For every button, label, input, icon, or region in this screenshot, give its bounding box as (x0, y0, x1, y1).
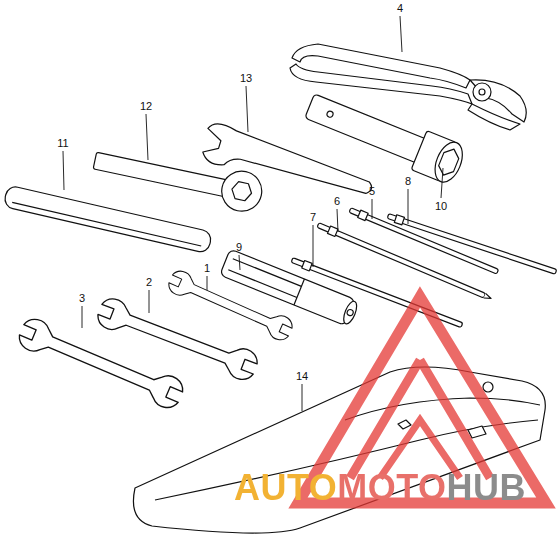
callout-number: 1 (204, 263, 210, 274)
screwdriver-handle (220, 249, 360, 327)
watermark-text: AUTOMOTOHUB (234, 470, 526, 506)
screwdriver-blade (348, 206, 499, 275)
callout-number: 10 (435, 201, 447, 212)
callout-number: 2 (146, 277, 152, 288)
callout-number: 12 (140, 101, 152, 112)
flat-bar (3, 185, 213, 254)
callout-number: 7 (310, 212, 316, 223)
open-end-wrench (166, 268, 295, 343)
callout-number: 4 (397, 3, 403, 14)
pliers (290, 44, 526, 130)
callout-number: 8 (405, 176, 411, 187)
open-end-wrench (15, 315, 186, 412)
screwdriver-blade (316, 221, 492, 302)
callout-number: 11 (57, 138, 68, 149)
callout-number: 14 (296, 371, 308, 382)
callout-number: 9 (236, 242, 242, 253)
callout-number: 5 (369, 186, 375, 197)
callout-number: 6 (334, 196, 340, 207)
callout-number: 13 (240, 73, 252, 84)
callout-number: 3 (79, 293, 85, 304)
